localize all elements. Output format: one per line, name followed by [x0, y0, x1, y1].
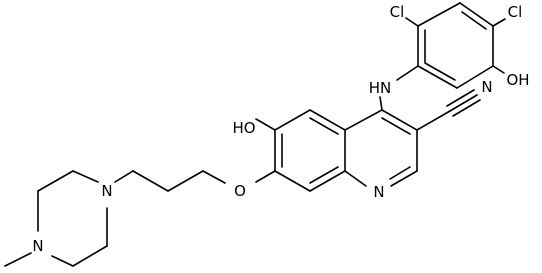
- bond: [449, 94, 478, 112]
- bond: [492, 18, 506, 27]
- bond: [309, 170, 346, 192]
- bond: [202, 170, 226, 184]
- quinoline-nitrogen-label: N: [373, 183, 384, 201]
- bond: [4, 252, 32, 267]
- bond: [461, 11, 487, 30]
- bond: [255, 118, 276, 131]
- bond: [167, 170, 204, 192]
- bond: [417, 2, 461, 27]
- bond: [379, 96, 383, 111]
- hydroxyl-label: OH: [506, 71, 529, 89]
- bond: [37, 170, 74, 192]
- chlorine-label: Cl: [390, 3, 405, 21]
- bond: [492, 65, 505, 74]
- bond: [309, 117, 339, 135]
- bond: [309, 166, 339, 184]
- bond: [309, 109, 346, 131]
- bond: [381, 117, 411, 135]
- bond: [114, 170, 134, 183]
- chlorine-label: Cl: [508, 3, 523, 21]
- bond: [344, 109, 383, 131]
- amine-nh-label: HN: [369, 79, 392, 97]
- bond: [459, 2, 494, 27]
- bond: [446, 89, 475, 107]
- bond: [389, 166, 411, 180]
- bond: [132, 170, 169, 192]
- bond: [381, 109, 418, 131]
- bond: [72, 170, 99, 183]
- bond: [405, 17, 419, 27]
- bond: [452, 99, 481, 117]
- ether-oxygen-label: O: [234, 182, 246, 200]
- nitrile-nitrogen-label: N: [481, 78, 492, 96]
- piperazine-nitrogen-label: N: [101, 182, 112, 200]
- bond: [274, 109, 311, 131]
- bond: [255, 170, 276, 183]
- bond-lines: [4, 2, 506, 267]
- bond: [456, 65, 494, 89]
- bond: [416, 110, 451, 131]
- bond: [344, 170, 367, 187]
- piperazine-nitrogen-label: N: [32, 237, 43, 255]
- bond: [417, 65, 458, 89]
- bond: [72, 245, 108, 267]
- bond: [274, 170, 311, 192]
- bond: [51, 255, 74, 267]
- bond: [396, 65, 419, 81]
- atom-labels: Cl Cl OH HN HO N N O N N: [32, 3, 529, 255]
- bond: [390, 170, 418, 187]
- hydroxyl-label: HO: [232, 119, 255, 137]
- bond: [424, 62, 456, 81]
